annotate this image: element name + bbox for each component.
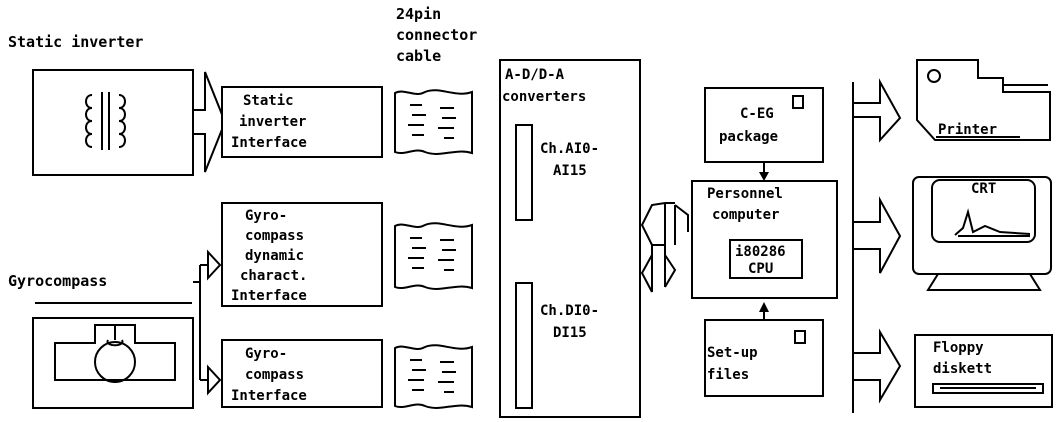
gyro-interface-block: Gyro- compass Interface — [221, 339, 383, 408]
converters-line2: converters — [502, 89, 586, 105]
gyro-dynamic-interface-block: Gyro- compass dynamic charact. Interface — [221, 202, 383, 307]
gyro-interface-line3: Interface — [231, 388, 307, 404]
static-inverter-interface-line3: Interface — [231, 135, 307, 151]
printer-label: Printer — [938, 122, 997, 138]
gyrocompass-title: Gyrocompass — [8, 272, 107, 290]
crt-arrow-icon — [853, 196, 902, 274]
gyro-dynamic-line4: charact. — [240, 268, 307, 284]
printer-block: Printer — [916, 59, 1051, 141]
static-inverter-block — [32, 69, 194, 176]
ceg-package-line1: C-EG — [740, 106, 774, 122]
connector-cable-line3: cable — [396, 47, 441, 65]
static-inverter-arrow-icon — [193, 71, 227, 173]
gyro-dynamic-line2: compass — [245, 228, 304, 244]
channel-ai-line1: Ch.AI0- — [540, 141, 599, 157]
personnel-computer-block: Personnel computer i80286 CPU — [691, 180, 838, 299]
crt-label: CRT — [971, 181, 996, 197]
ribbon-cable-icon — [394, 344, 473, 409]
ceg-package-line2: package — [719, 129, 778, 145]
gyro-dynamic-line3: dynamic — [245, 248, 304, 264]
ai-channel-slot — [515, 124, 533, 221]
static-inverter-interface-block: Static inverter Interface — [221, 86, 383, 158]
cpu-line1: i80286 — [735, 244, 786, 260]
di-channel-slot — [515, 282, 533, 409]
setup-files-line2: files — [707, 367, 749, 383]
static-inverter-title: Static inverter — [8, 33, 143, 51]
gyro-interface-line2: compass — [245, 367, 304, 383]
gyro-dynamic-arrow-icon — [200, 249, 222, 281]
channel-di-line1: Ch.DI0- — [540, 303, 599, 319]
floppy-arrow-icon — [853, 328, 902, 404]
computer-line1: Personnel — [707, 186, 783, 202]
ribbon-cable-icon — [394, 89, 473, 155]
computer-line2: computer — [712, 207, 779, 223]
ribbon-cable-icon — [394, 222, 473, 290]
setup-files-line1: Set-up — [707, 345, 758, 361]
ad-da-converters-block: A-D/D-A converters Ch.AI0- AI15 Ch.DI0- … — [499, 59, 641, 418]
bidirectional-arrow-icon — [640, 201, 689, 293]
cpu-line2: CPU — [748, 261, 773, 277]
converters-line1: A-D/D-A — [505, 67, 565, 83]
ceg-package-block: C-EG package — [704, 87, 824, 163]
gyro-dynamic-line5: Interface — [231, 288, 307, 304]
gyro-interface-line1: Gyro- — [245, 346, 287, 362]
connector-cable-line2: connector — [396, 26, 477, 44]
static-inverter-interface-line1: Static — [243, 93, 294, 109]
gyrocompass-bracket — [193, 265, 201, 380]
channel-ai-line2: AI15 — [553, 163, 587, 179]
gyroscope-icon — [54, 324, 176, 383]
gyrocompass-block — [32, 317, 194, 409]
gyro-interface-arrow-icon — [200, 364, 222, 396]
gyro-dynamic-line1: Gyro- — [245, 208, 287, 224]
floppy-line2: diskett — [933, 361, 992, 377]
cpu-chip — [729, 239, 803, 279]
crt-block: CRT — [912, 176, 1052, 291]
floppy-line1: Floppy — [933, 340, 984, 356]
floppy-block: Floppy diskett — [914, 334, 1053, 408]
down-arrow-icon — [759, 172, 769, 181]
transformer-icon — [85, 92, 126, 150]
up-arrow-icon — [759, 302, 769, 312]
printer-arrow-icon — [853, 78, 902, 143]
channel-di-line2: DI15 — [553, 325, 587, 341]
setup-files-block: Set-up files — [704, 319, 824, 397]
connector-cable-line1: 24pin — [396, 5, 441, 23]
static-inverter-interface-line2: inverter — [239, 114, 306, 130]
